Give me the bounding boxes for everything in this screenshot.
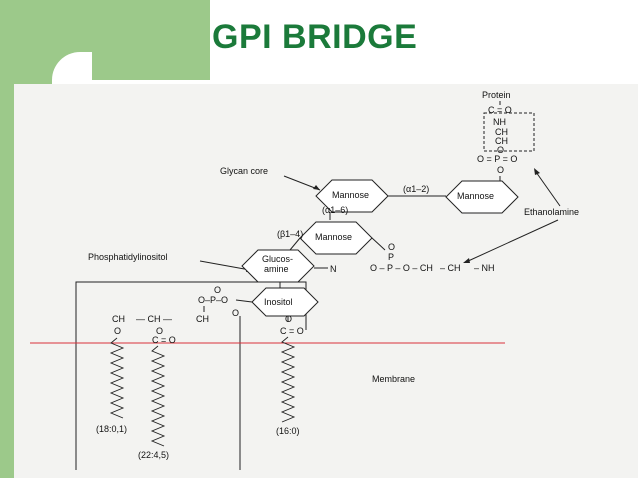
glucosamine-n: N bbox=[330, 264, 337, 274]
slide-title: GPI BRIDGE bbox=[212, 18, 418, 56]
glycan-core-arrowhead bbox=[313, 185, 320, 190]
glycan-core-label: Glycan core bbox=[220, 166, 268, 176]
etn-phos-nh2: – NH bbox=[474, 263, 495, 273]
mannose-3-label: Mannose bbox=[457, 191, 494, 201]
glycerol-ch2-left: CH bbox=[112, 314, 125, 324]
protein-o-top: O bbox=[497, 145, 504, 155]
green-band-top bbox=[0, 0, 210, 80]
mannose-2-label: Mannose bbox=[315, 232, 352, 242]
pi-arrow bbox=[199, 260, 251, 271]
linkage-b1-4: (β1–4) bbox=[277, 229, 303, 239]
glycerol-phos-o-side: O bbox=[232, 308, 239, 318]
glucosamine-label-2: amine bbox=[264, 264, 289, 274]
protein-ch2-b: CH bbox=[495, 136, 508, 146]
glycerol-phos-o-top: O bbox=[214, 285, 221, 295]
protein-label: Protein bbox=[482, 90, 511, 100]
ethanolamine-arrow-down bbox=[465, 219, 559, 263]
etn-phos-chain-rest: – CH bbox=[440, 263, 461, 273]
linkage-a1-6: (α1–6) bbox=[322, 205, 348, 215]
inositol-c-eq-o: C = O bbox=[280, 326, 304, 336]
ethanolamine-arrowhead-down bbox=[463, 258, 470, 263]
glucosamine-ring bbox=[241, 249, 315, 283]
etn-phos-o-top: O bbox=[388, 242, 395, 252]
etn-phos-p: P bbox=[388, 252, 394, 262]
fatty-acid-label-1: (18:0,1) bbox=[96, 424, 127, 434]
fatty-acid-label-2: (22:4,5) bbox=[138, 450, 169, 460]
mannose-1-ring bbox=[315, 179, 389, 213]
membrane-label: Membrane bbox=[372, 374, 415, 384]
glycerol-ch: — CH — bbox=[136, 314, 172, 324]
inositol-o: O bbox=[285, 314, 292, 324]
ethanolamine-arrowhead-up bbox=[534, 168, 540, 175]
glycerol-phos-p: O–P–O bbox=[198, 295, 228, 305]
mannose-2-to-glucosamine-bond bbox=[289, 237, 301, 251]
glycerol-o-left: O bbox=[114, 326, 121, 336]
protein-phosphate: O = P = O bbox=[477, 154, 517, 164]
linkage-a1-2: (α1–2) bbox=[403, 184, 429, 194]
etn-phos-chain-start: O – P – O – CH bbox=[370, 263, 433, 273]
protein-o-bottom: O bbox=[497, 165, 504, 175]
fatty-acid-chain-3 bbox=[280, 336, 296, 423]
glucosamine-label-1: Glucos- bbox=[262, 254, 293, 264]
ethanolamine-label: Ethanolamine bbox=[524, 207, 579, 217]
protein-c-eq-o: C = O bbox=[488, 105, 512, 115]
mannose-1-label: Mannose bbox=[332, 190, 369, 200]
fatty-acid-chain-1 bbox=[109, 337, 125, 419]
fatty-acid-label-3: (16:0) bbox=[276, 426, 300, 436]
mannose-3-ring bbox=[445, 180, 519, 214]
phosphate-to-inositol-bond bbox=[235, 299, 253, 303]
ethanolamine-arrow-up bbox=[535, 171, 561, 207]
mannose-2-to-phosphate-bond bbox=[371, 237, 386, 251]
protein-nh: NH bbox=[493, 117, 506, 127]
inositol-label: Inositol bbox=[264, 297, 293, 307]
fatty-acid-chain-2 bbox=[150, 345, 166, 447]
protein-dashed-box bbox=[483, 112, 535, 152]
phosphatidylinositol-label: Phosphatidylinositol bbox=[88, 252, 168, 262]
glycerol-o-mid: O bbox=[156, 326, 163, 336]
protein-ch2-a: CH bbox=[495, 127, 508, 137]
glycerol-c-eq-o: C = O bbox=[152, 335, 176, 345]
glycerol-ch2-right: CH bbox=[196, 314, 209, 324]
